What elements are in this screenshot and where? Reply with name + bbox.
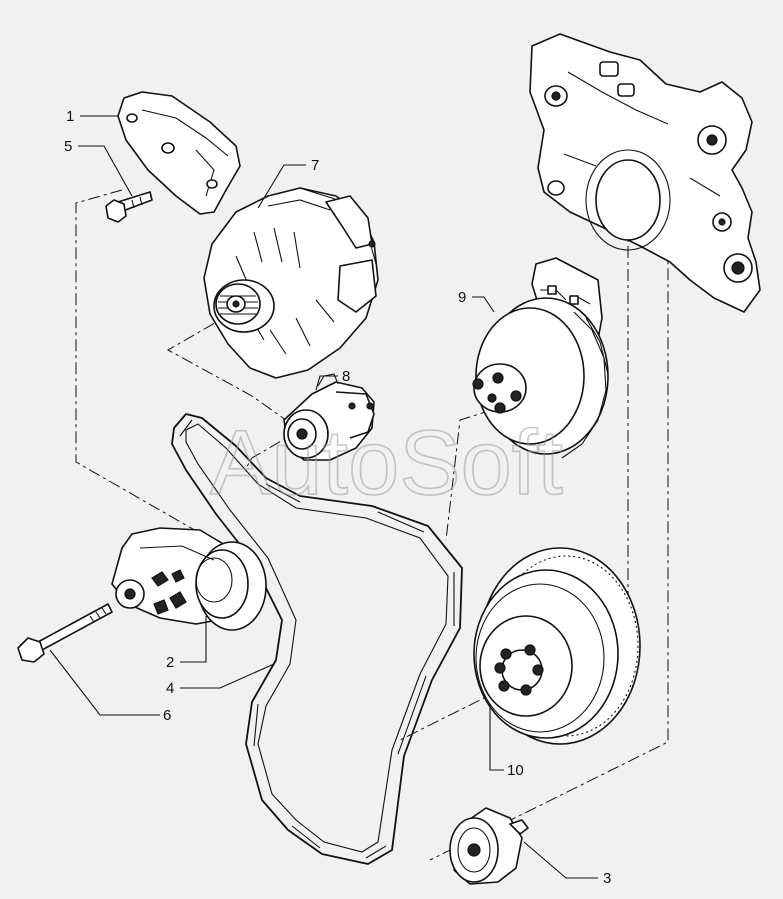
callout-9: 9 bbox=[458, 289, 466, 306]
callout-3: 3 bbox=[603, 870, 611, 887]
bracket-bolt bbox=[105, 191, 153, 223]
tensioner-bolt bbox=[17, 603, 113, 663]
alignment-lines bbox=[75, 139, 691, 861]
callout-4: 4 bbox=[166, 680, 174, 697]
leader-lines bbox=[49, 115, 598, 879]
water-pump bbox=[472, 257, 609, 459]
callout-2: 2 bbox=[166, 654, 174, 671]
callout-1: 1 bbox=[66, 108, 74, 125]
alternator bbox=[203, 187, 379, 379]
timing-cover bbox=[529, 33, 761, 313]
callout-6: 6 bbox=[163, 707, 171, 724]
crankshaft-pulley bbox=[473, 547, 641, 745]
callout-7: 7 bbox=[311, 157, 319, 174]
tensioner-pulley bbox=[111, 527, 267, 631]
tensioner-bracket bbox=[117, 91, 241, 215]
callout-8: 8 bbox=[342, 368, 350, 385]
callout-labels: 1 5 7 8 9 2 4 6 10 3 bbox=[64, 108, 611, 887]
idler-pulley bbox=[449, 807, 529, 885]
callout-5: 5 bbox=[64, 138, 72, 155]
callout-10: 10 bbox=[507, 762, 524, 779]
belt-tensioner bbox=[283, 373, 375, 461]
watermark-text: AutoSoft bbox=[210, 412, 563, 514]
